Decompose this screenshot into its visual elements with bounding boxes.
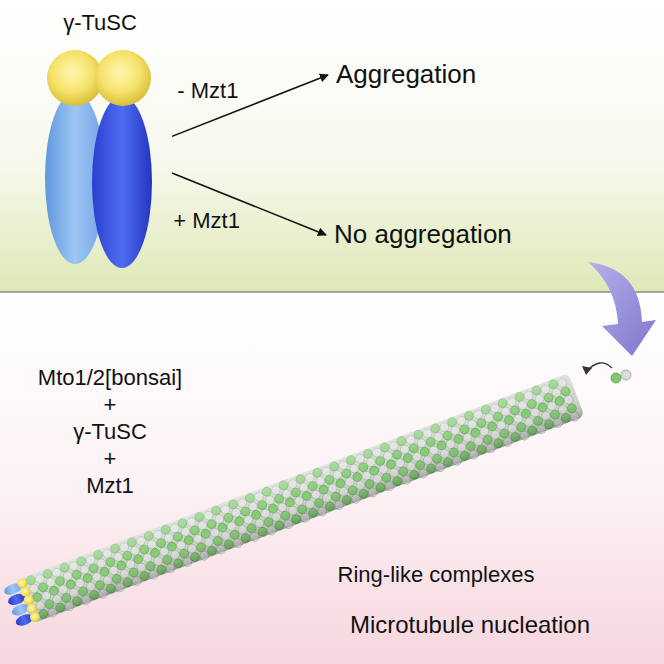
node-text: γ-TuSC [34,10,166,35]
top-panel [0,0,664,292]
outcome-text: Aggregation [332,58,480,92]
microtubule-body [16,373,585,623]
bottom-panel [0,292,664,664]
node-text: Aggregation [336,60,476,90]
edge-label: - Mzt1 [177,78,238,103]
edge-label: + Mzt1 [173,208,240,233]
gamma-tusc-figure [45,50,152,268]
gamma-tubulin [47,50,103,106]
microtubule [2,373,585,630]
plus-sign: + [104,446,117,471]
free-dimer [582,363,631,383]
complex-figure: γ-TuSC [30,8,170,270]
result-label: Microtubule nucleation [350,611,590,639]
arrow-connector [172,173,326,235]
flow-arrow [588,262,656,356]
ring-complex [2,577,42,629]
component-name: Mto1/2[bonsai] [38,365,182,390]
outcome-text: No aggregation [330,218,516,252]
result-label: Ring-like complexes [338,562,535,587]
gamma-tubulin [95,50,151,106]
arrow-connector [172,75,328,136]
gcp3-lobe [92,96,152,268]
component-name: Mzt1 [86,473,134,498]
node-text: No aggregation [334,220,512,250]
microtubule-shading [16,373,585,623]
component-name: γ-TuSC [73,419,147,444]
panel-divider [0,291,664,293]
plus-sign: + [104,392,117,417]
